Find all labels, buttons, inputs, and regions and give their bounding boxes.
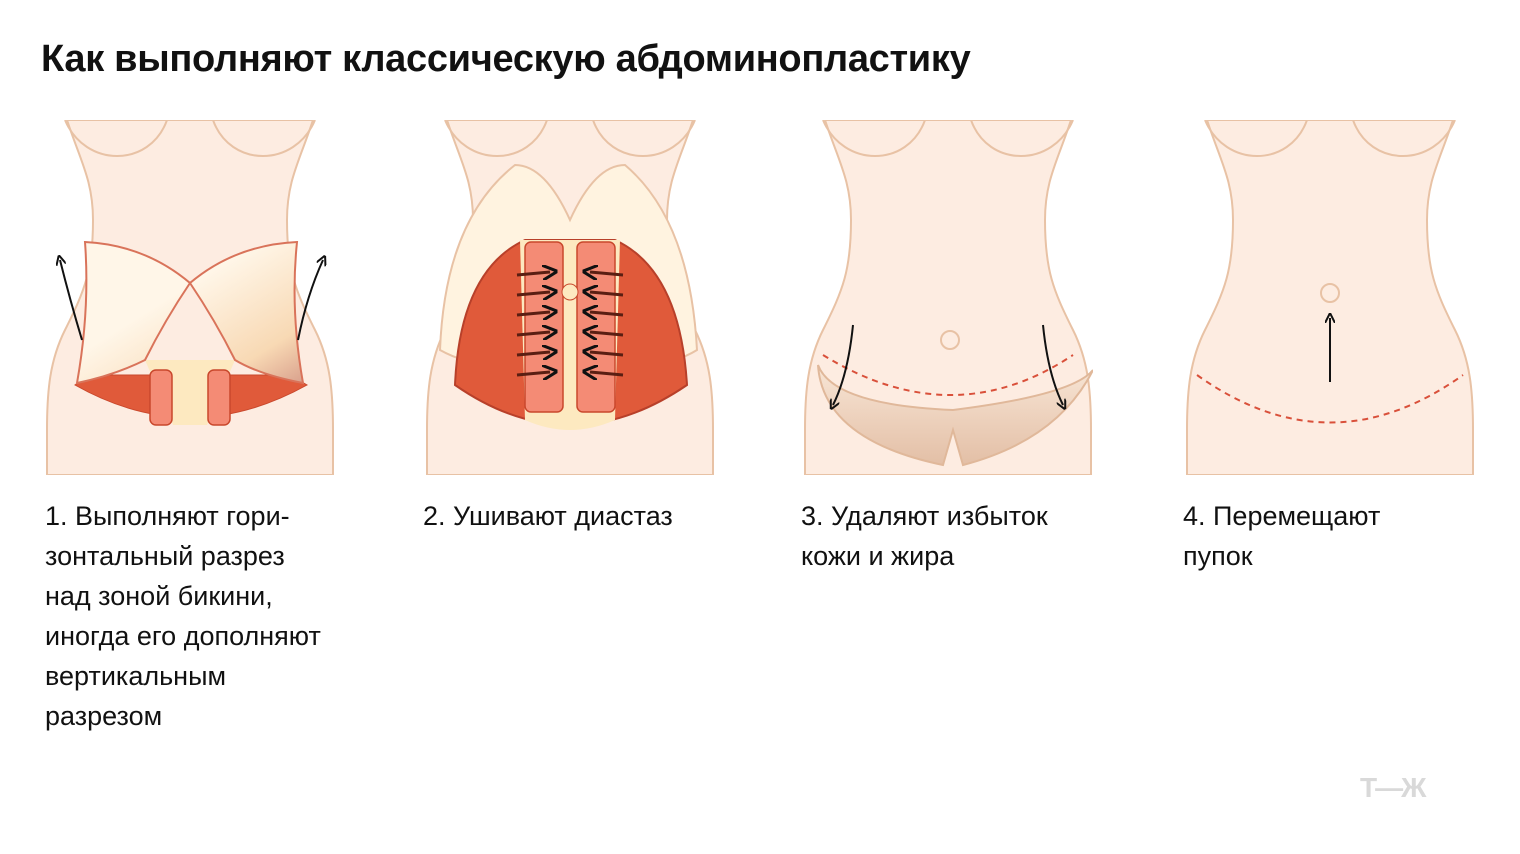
brand-logo: Т—Ж — [1360, 772, 1426, 803]
step-1-caption: 1. Выполняют гори- зонтальный разрез над… — [45, 501, 321, 731]
step-1-illustration — [45, 120, 335, 475]
step-4-illustration — [1185, 120, 1475, 475]
step-2-caption: 2. Ушивают диастаз — [423, 501, 673, 531]
step-3-illustration — [803, 120, 1093, 475]
step-4-caption: 4. Перемещают пупок — [1183, 501, 1381, 571]
step-2-illustration — [425, 120, 715, 475]
step-3-caption: 3. Удаляют избыток кожи и жира — [801, 501, 1048, 571]
page-title: Как выполняют классическую абдоминопласт… — [41, 38, 971, 80]
